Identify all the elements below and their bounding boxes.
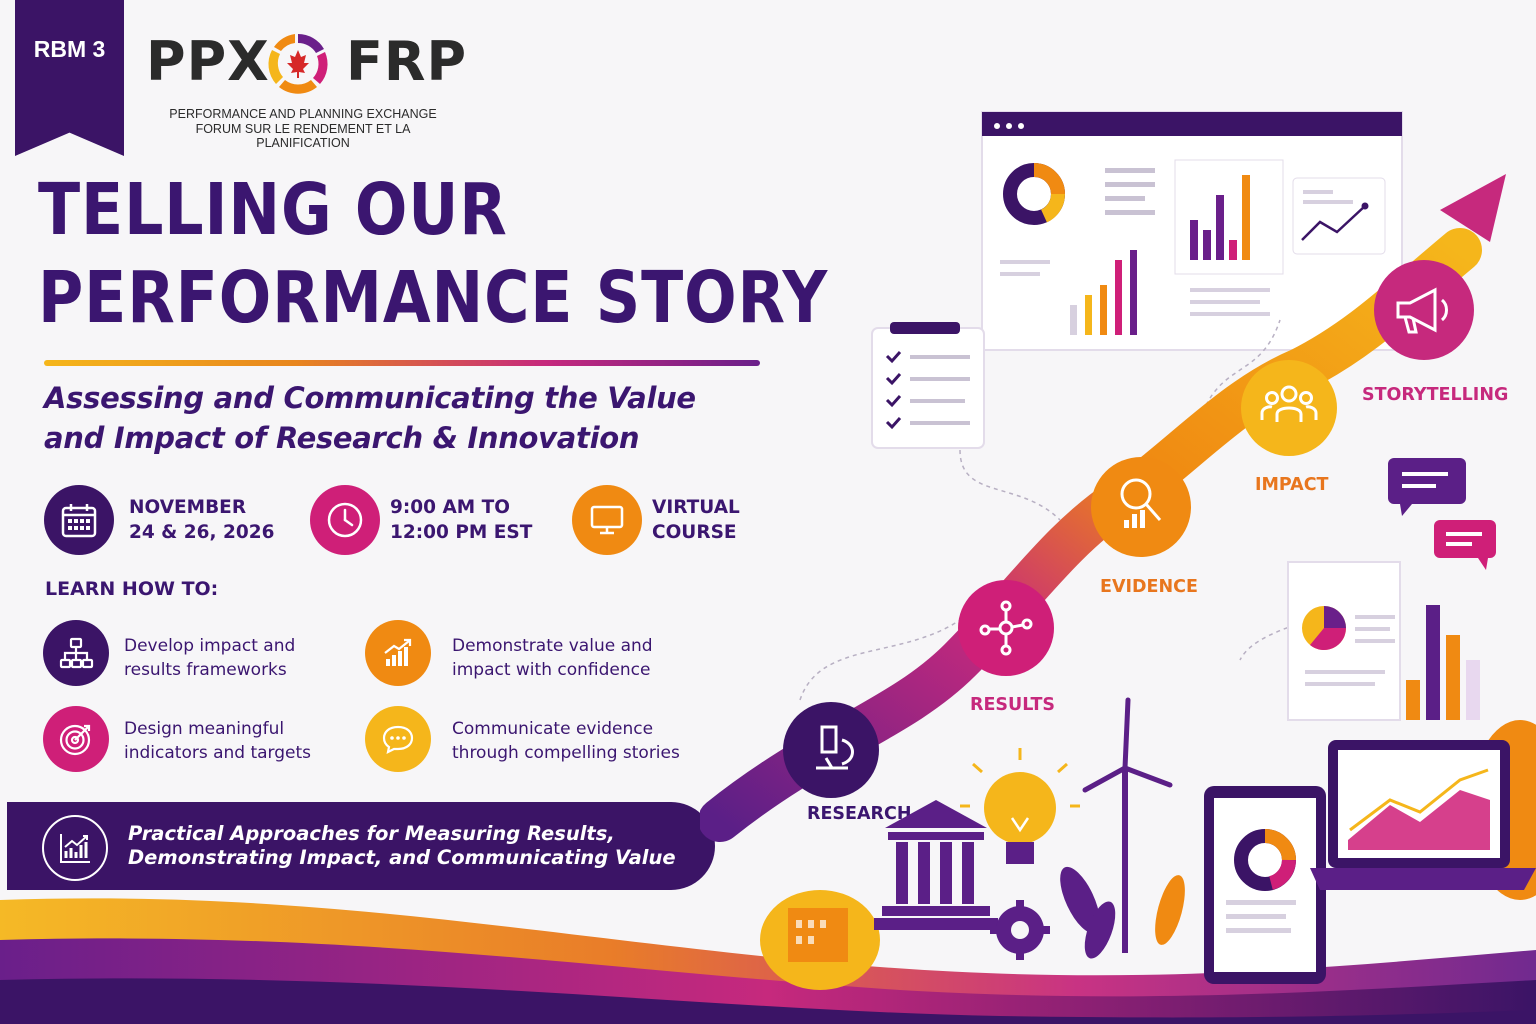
event-time: 9:00 AM TO 12:00 PM EST bbox=[390, 495, 532, 545]
stage-label-evidence: EVIDENCE bbox=[1100, 577, 1198, 597]
logo-frp: FRP bbox=[346, 30, 468, 93]
target-icon bbox=[43, 706, 109, 772]
learn-item-1-line-2: results frameworks bbox=[124, 660, 287, 680]
learn-item-2-line-1: Demonstrate value and bbox=[452, 636, 653, 656]
performance-story-illustration: RESEARCH RESULTS EVIDENCE IMPACT STORYTE… bbox=[700, 111, 1536, 990]
chat-bubble-icon bbox=[365, 706, 431, 772]
microscope-icon bbox=[816, 725, 854, 770]
people-icon bbox=[1260, 385, 1318, 422]
event-time-line-2: 12:00 PM EST bbox=[390, 522, 533, 543]
report-document bbox=[1287, 561, 1480, 721]
tablet-device bbox=[1204, 786, 1326, 984]
logo-subtitle-en: PERFORMANCE AND PLANNING EXCHANGE bbox=[169, 107, 437, 121]
page-title-line-2: PERFORMANCE STORY bbox=[38, 256, 829, 339]
growth-chart-icon bbox=[365, 620, 431, 686]
learn-item-1-line-1: Develop impact and bbox=[124, 636, 296, 656]
stage-evidence bbox=[1091, 457, 1191, 557]
stage-storytelling bbox=[1374, 260, 1474, 360]
learn-item-3-line-1: Design meaningful bbox=[124, 719, 285, 739]
page-title-line-1: TELLING OUR bbox=[38, 168, 508, 251]
ribbon-label: RBM 3 bbox=[33, 36, 106, 62]
dashboard-window bbox=[981, 111, 1403, 351]
bottom-scene bbox=[760, 697, 1536, 990]
event-format-line-2: COURSE bbox=[652, 522, 737, 543]
learn-item-3-line-2: indicators and targets bbox=[124, 743, 312, 763]
calendar-icon bbox=[44, 485, 114, 555]
checklist-clipboard bbox=[871, 322, 985, 449]
event-date: NOVEMBER 24 & 26, 2026 bbox=[129, 495, 274, 545]
learn-item-4: Communicate evidence through compelling … bbox=[452, 717, 680, 765]
plant-leaves bbox=[1060, 866, 1185, 959]
learn-item-4-line-2: through compelling stories bbox=[452, 743, 680, 763]
stage-label-results: RESULTS bbox=[970, 695, 1055, 715]
learn-item-2: Demonstrate value and impact with confid… bbox=[452, 634, 653, 682]
learn-heading: LEARN HOW TO: bbox=[45, 578, 219, 600]
wind-turbine-icon bbox=[1082, 697, 1173, 953]
maple-leaf-emblem-icon bbox=[268, 33, 328, 94]
gear-icon bbox=[990, 900, 1050, 960]
chat-bubbles-icon bbox=[1388, 458, 1496, 570]
stage-results bbox=[958, 580, 1054, 676]
corner-ribbon bbox=[15, 0, 124, 156]
event-format-line-1: VIRTUAL bbox=[652, 497, 740, 518]
event-date-line-2: 24 & 26, 2026 bbox=[129, 522, 275, 543]
stage-label-storytelling: STORYTELLING bbox=[1362, 385, 1508, 405]
title-divider bbox=[44, 360, 760, 366]
logo-ppx: PPX bbox=[146, 30, 270, 93]
chart-icon bbox=[42, 815, 108, 881]
arrow-head-icon bbox=[1440, 174, 1506, 242]
banner-text-line-1: Practical Approaches for Measuring Resul… bbox=[128, 822, 615, 845]
laptop-device bbox=[1310, 740, 1536, 890]
event-date-line-1: NOVEMBER bbox=[129, 497, 247, 518]
event-time-line-1: 9:00 AM TO bbox=[390, 497, 510, 518]
megaphone-icon bbox=[1396, 287, 1448, 334]
magnifier-icon bbox=[1120, 478, 1162, 521]
learn-item-1: Develop impact and results frameworks bbox=[124, 634, 295, 682]
clock-icon bbox=[310, 485, 380, 555]
lightbulb-icon bbox=[960, 748, 1080, 864]
institution-building-icon bbox=[874, 800, 998, 930]
stage-research bbox=[783, 702, 879, 798]
subtitle-line-2: and Impact of Research & Innovation bbox=[44, 421, 640, 455]
monitor-icon bbox=[572, 485, 642, 555]
hierarchy-icon bbox=[43, 620, 109, 686]
learn-item-3: Design meaningful indicators and targets bbox=[124, 717, 311, 765]
network-icon bbox=[979, 600, 1033, 656]
subtitle-line-1: Assessing and Communicating the Value bbox=[44, 381, 696, 415]
event-format: VIRTUAL COURSE bbox=[652, 495, 740, 545]
stage-label-research: RESEARCH bbox=[807, 804, 912, 824]
stage-impact bbox=[1241, 360, 1337, 456]
stage-label-impact: IMPACT bbox=[1255, 475, 1329, 495]
bottom-banner bbox=[7, 802, 715, 890]
learn-item-4-line-1: Communicate evidence bbox=[452, 719, 654, 739]
banner-text-line-2: Demonstrating Impact, and Communicating … bbox=[128, 846, 676, 869]
learn-item-2-line-2: impact with confidence bbox=[452, 660, 651, 680]
logo-subtitle-fr: FORUM SUR LE RENDEMENT ET LA PLANIFICATI… bbox=[195, 122, 411, 150]
